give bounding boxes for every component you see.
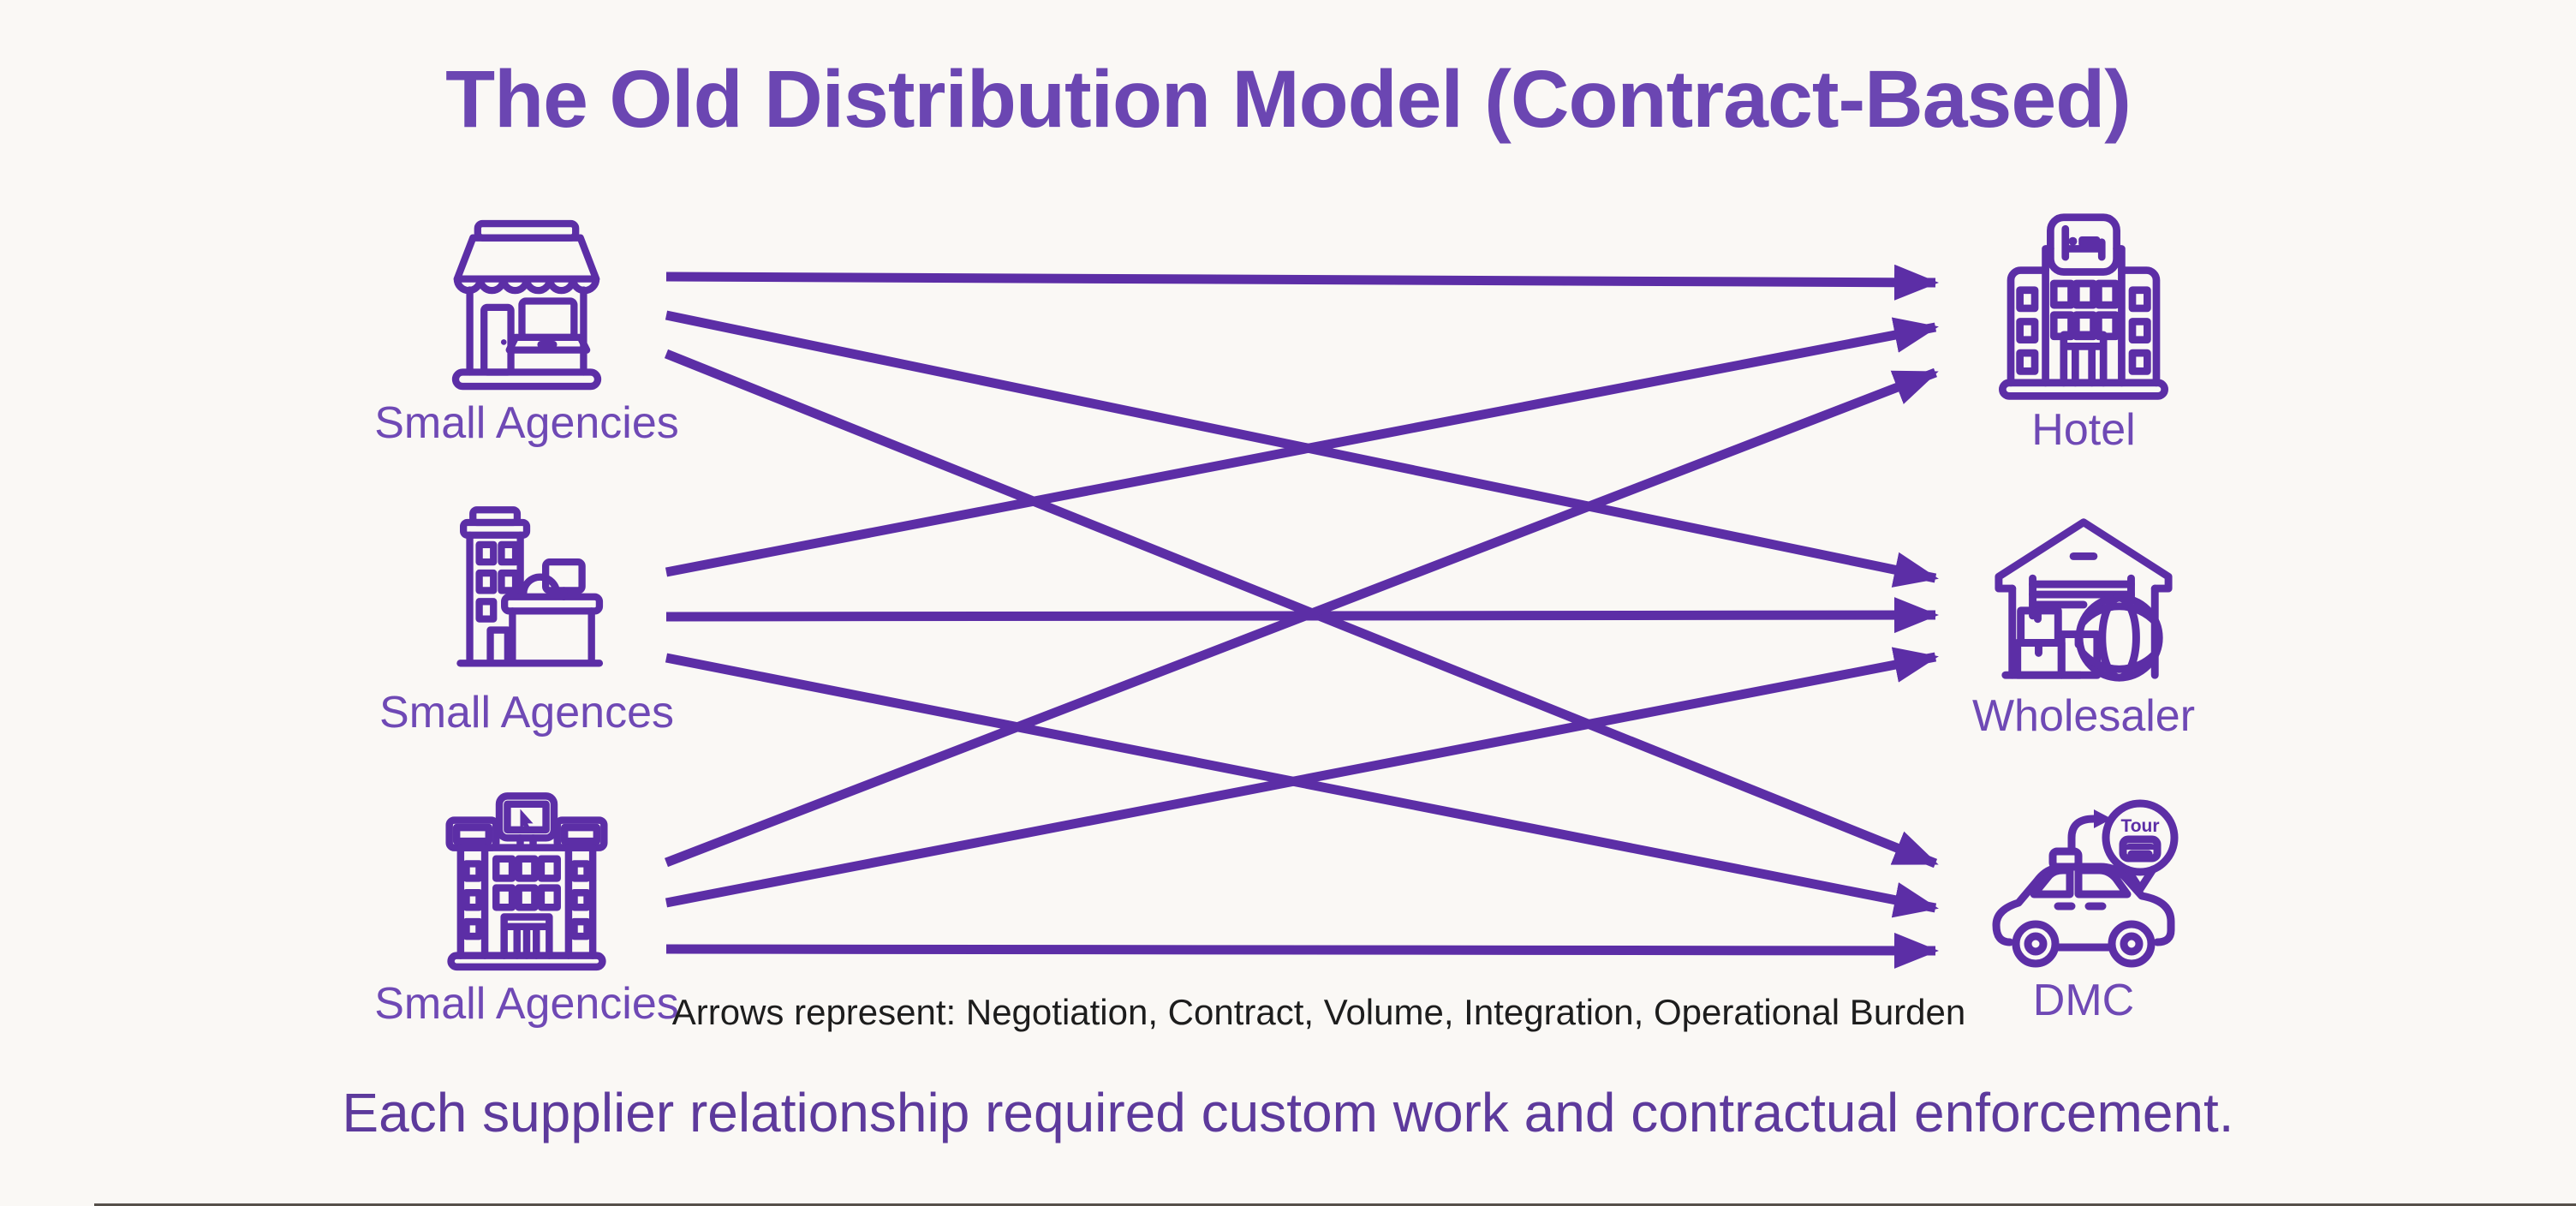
office-reception-icon [456,506,604,667]
storefront-icon [451,219,602,391]
right-node-dmc: Tour DMC [1942,793,2225,1026]
arrow-2-to-1 [665,647,1939,908]
left-node-small-agences-2: Small Agences [379,502,674,738]
left-node-small-agencies-1: Small Agencies [374,214,679,449]
left-node-label: Small Agencies [374,398,679,448]
bottom-caption: Each supplier relationship required cust… [342,1082,2234,1143]
right-node-hotel: Hotel [1942,211,2225,456]
agency-hq-icon [445,792,608,971]
left-node-label: Small Agences [379,688,674,737]
right-node-label: Hotel [2031,405,2136,455]
page-title: The Old Distribution Model (Contract-Bas… [445,54,2132,145]
left-node-small-agencies-3: Small Agencies [374,788,679,1030]
warehouse-globe-icon [1995,518,2173,682]
left-node-label: Small Agencies [374,979,679,1029]
hotel-icon [1999,213,2168,400]
arrow-2-to-2 [665,932,1939,969]
arrow-0-to-2 [664,349,1939,869]
tour-car-icon: Tour [1992,799,2179,968]
tour-pin-label: Tour [2120,816,2159,836]
right-node-wholesaler: Wholesaler [1942,504,2225,742]
arrow-1-to-0 [665,317,1939,577]
arrow-0-to-0 [665,264,1939,301]
arrow-2-to-0 [665,367,1939,868]
bottom-edge-line [94,1203,2576,1206]
right-node-label: Wholesaler [1971,691,2196,741]
arrows-note: Arrows represent: Negotiation, Contract,… [671,992,1966,1032]
right-node-label: DMC [2032,976,2135,1025]
